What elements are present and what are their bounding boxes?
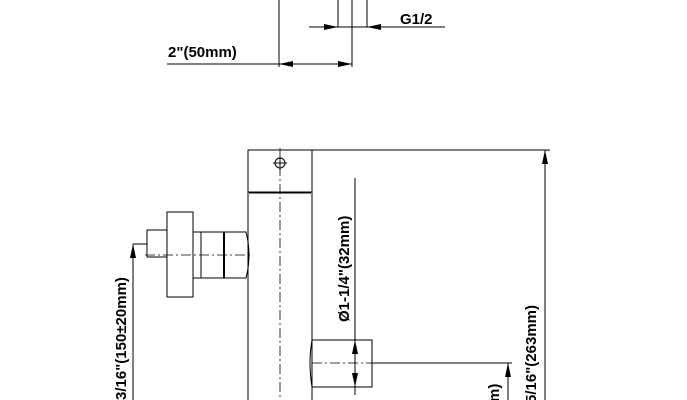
valve-body [247,148,313,400]
inlet-height-label: 3/16"(150±20mm) [113,277,130,400]
height-dimension [312,149,550,400]
diameter-label: Ø1-1/4"(32mm) [336,216,353,322]
total-height-label: -5/16"(263mm) [523,305,540,400]
inlet-fitting [130,211,252,400]
top-dimension-group: G1/2 2"(50mm) [167,0,445,67]
offset-dimension-label: 2"(50mm) [168,44,237,61]
outlet-height-label: m) [486,384,503,400]
thread-size-label: G1/2 [400,11,433,28]
outlet-stub [309,178,512,400]
screw-icon [273,156,287,170]
